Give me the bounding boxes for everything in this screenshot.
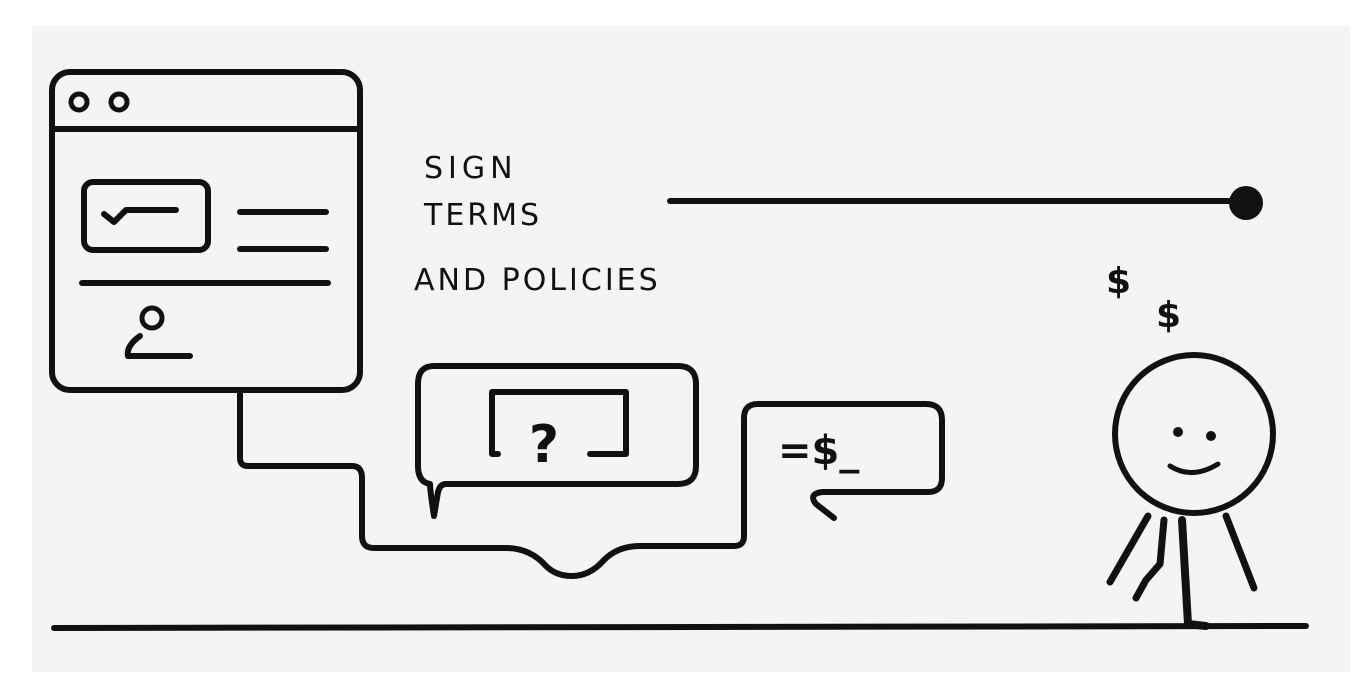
window-dot-icon	[68, 91, 90, 113]
caption: SIGN TERMS AND POLICIES	[414, 151, 661, 298]
connector-wire	[237, 389, 761, 579]
browser-frame	[49, 69, 363, 393]
person-head	[1112, 352, 1276, 516]
question-mark: ?	[529, 415, 559, 475]
bubble-inner-frame	[489, 389, 629, 457]
pointer-dot-icon	[1229, 186, 1263, 220]
payment-bubble: =$_	[755, 401, 945, 521]
payment-bubble-outline	[755, 401, 945, 521]
window-dot-icon	[108, 91, 130, 113]
user-icon	[124, 305, 193, 359]
dollar-sign-icon: $	[1156, 295, 1181, 336]
background-panel	[32, 26, 1350, 672]
bubble-outline	[415, 363, 699, 519]
ground-line	[51, 623, 1309, 631]
payment-symbol: =$_	[778, 428, 859, 474]
checkbox-field	[81, 179, 211, 253]
caption-line-1: SIGN	[424, 151, 518, 186]
question-bubble: ?	[415, 363, 699, 519]
person-left-arm	[1106, 512, 1152, 586]
smile-icon	[1167, 461, 1221, 475]
eye-icon	[1173, 427, 1183, 437]
dollar-sign-icon: $	[1106, 261, 1131, 302]
eye-icon	[1206, 431, 1216, 441]
person-right-arm	[1222, 512, 1258, 592]
caption-line-2: TERMS	[423, 198, 542, 233]
checkmark-icon	[101, 207, 179, 225]
caption-line-3: AND POLICIES	[414, 263, 661, 298]
person-left-leg	[1132, 516, 1168, 602]
browser-window	[49, 69, 363, 393]
